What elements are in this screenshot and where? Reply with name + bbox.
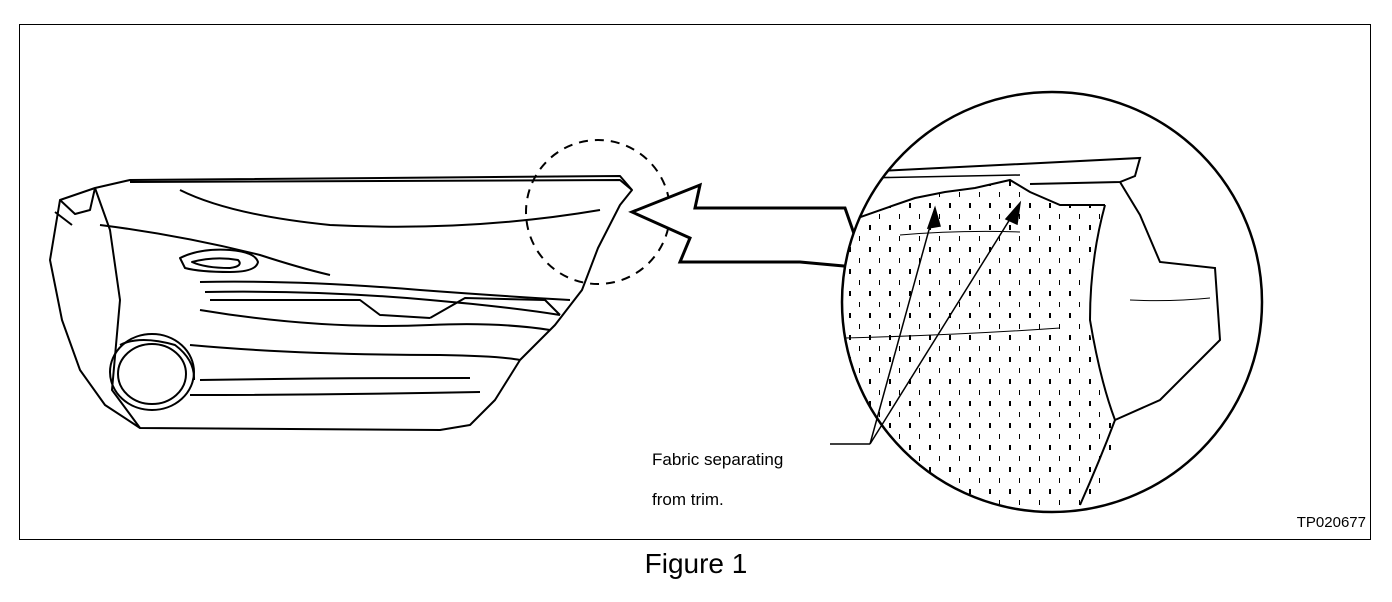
- zoom-arrow: [628, 182, 869, 270]
- callout-leader: [830, 200, 1022, 445]
- callout-label: Fabric separating from trim.: [652, 430, 783, 530]
- callout-line-1: Fabric separating: [652, 450, 784, 469]
- magnified-detail: [840, 90, 1264, 514]
- reference-code: TP020677: [1296, 514, 1366, 531]
- callout-line-2: from trim.: [652, 490, 724, 509]
- figure-caption: Figure 1: [644, 548, 748, 579]
- figure-frame: [19, 24, 1371, 540]
- door-trim-panel: [49, 175, 633, 431]
